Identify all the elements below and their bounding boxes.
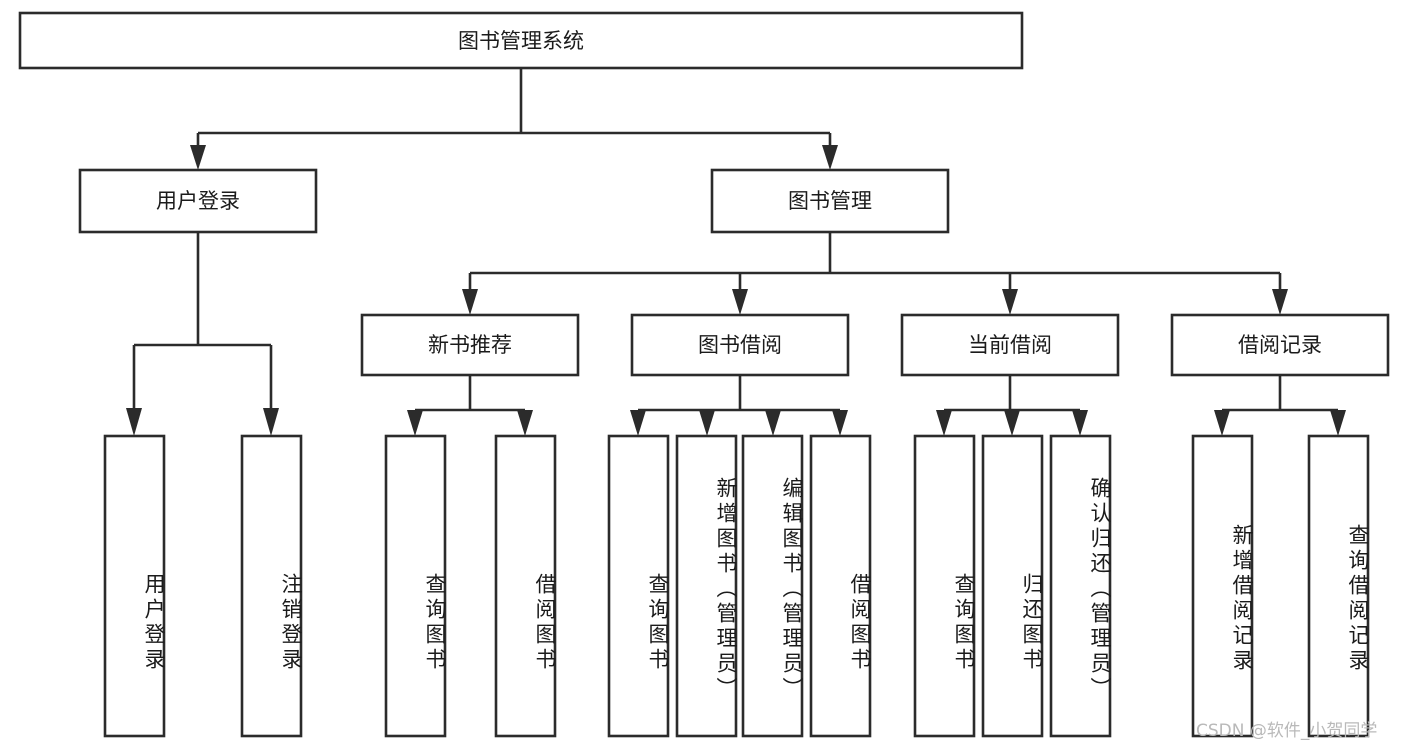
- arrowhead-bookborrow-leaf-4: [832, 410, 848, 436]
- node-new-book-recommend[interactable]: 新书推荐: [360, 313, 580, 377]
- node-leaf-add-record-box[interactable]: [1191, 434, 1254, 738]
- node-root-box[interactable]: [18, 11, 1024, 70]
- node-leaf-query-book-2-box[interactable]: [607, 434, 670, 738]
- arrowhead-user-login: [190, 145, 206, 170]
- connector-group-bookborrow-to-leaves: [630, 375, 848, 436]
- node-borrow-record-label: 借阅记录: [1238, 333, 1322, 357]
- arrowhead-leaf-user-login: [126, 408, 142, 436]
- node-current-borrow-label: 当前借阅: [968, 333, 1052, 357]
- arrowhead-bookborrow-leaf-1: [630, 410, 646, 436]
- node-leaf-return-book-box[interactable]: [981, 434, 1044, 738]
- arrowhead-borrowrecord-leaf-1: [1214, 410, 1230, 436]
- node-user-login[interactable]: 用户登录: [78, 168, 318, 234]
- node-new-book-recommend-box[interactable]: [360, 313, 580, 377]
- node-borrow-record[interactable]: 借阅记录: [1170, 313, 1390, 377]
- arrowhead-newbook-leaf-2: [517, 410, 533, 436]
- node-borrow-record-box[interactable]: [1170, 313, 1390, 377]
- node-current-borrow-box[interactable]: [900, 313, 1120, 377]
- arrowhead-currentborrow-leaf-1: [936, 410, 952, 436]
- arrowhead-leaf-logout: [263, 408, 279, 436]
- arrowhead-current-borrow: [1002, 289, 1018, 315]
- node-book-borrow-box[interactable]: [630, 313, 850, 377]
- node-leaf-add-book-box[interactable]: [675, 434, 738, 738]
- node-leaf-borrow-book-1-box[interactable]: [494, 434, 557, 738]
- connector-group-userlogin-to-leaves: [126, 232, 279, 436]
- node-book-management-box[interactable]: [710, 168, 950, 234]
- arrowhead-currentborrow-leaf-2: [1004, 410, 1020, 436]
- node-book-management-label: 图书管理: [788, 189, 872, 213]
- connector-group-bookmgmt-to-level3: [462, 232, 1288, 315]
- node-leaf-confirm-return-box[interactable]: [1049, 434, 1112, 738]
- arrowhead-book-mgmt: [822, 145, 838, 170]
- node-book-borrow[interactable]: 图书借阅: [630, 313, 850, 377]
- arrowhead-borrow-record: [1272, 289, 1288, 315]
- arrowhead-new-book-recommend: [462, 289, 478, 315]
- node-root[interactable]: 图书管理系统: [18, 11, 1024, 70]
- node-leaf-edit-book-box[interactable]: [741, 434, 804, 738]
- connector-group-currentborrow-to-leaves: [936, 375, 1088, 436]
- watermark-text: CSDN @软件_小贺同学: [1196, 721, 1378, 741]
- connector-group-newbook-to-leaves: [407, 375, 533, 436]
- arrowhead-bookborrow-leaf-2: [699, 410, 715, 436]
- node-root-label: 图书管理系统: [458, 29, 584, 53]
- connector-group-borrowrecord-to-leaves: [1214, 375, 1346, 436]
- node-leaf-query-record-box[interactable]: [1307, 434, 1370, 738]
- node-leaf-query-book-1-box[interactable]: [384, 434, 447, 738]
- arrowhead-bookborrow-leaf-3: [765, 410, 781, 436]
- node-user-login-box[interactable]: [78, 168, 318, 234]
- arrowhead-borrowrecord-leaf-2: [1330, 410, 1346, 436]
- connector-group-root-to-level2: [190, 68, 838, 170]
- node-leaf-query-book-3-box[interactable]: [913, 434, 976, 738]
- arrowhead-newbook-leaf-1: [407, 410, 423, 436]
- node-new-book-recommend-label: 新书推荐: [428, 333, 512, 357]
- node-leaf-borrow-book-2-box[interactable]: [809, 434, 872, 738]
- arrowhead-currentborrow-leaf-3: [1072, 410, 1088, 436]
- node-book-management[interactable]: 图书管理: [710, 168, 950, 234]
- node-user-login-label: 用户登录: [156, 189, 240, 213]
- node-book-borrow-label: 图书借阅: [698, 333, 782, 357]
- arrowhead-book-borrow: [732, 289, 748, 315]
- node-leaf-logout-box[interactable]: [240, 434, 303, 738]
- node-leaf-user-login-box[interactable]: [103, 434, 166, 738]
- node-current-borrow[interactable]: 当前借阅: [900, 313, 1120, 377]
